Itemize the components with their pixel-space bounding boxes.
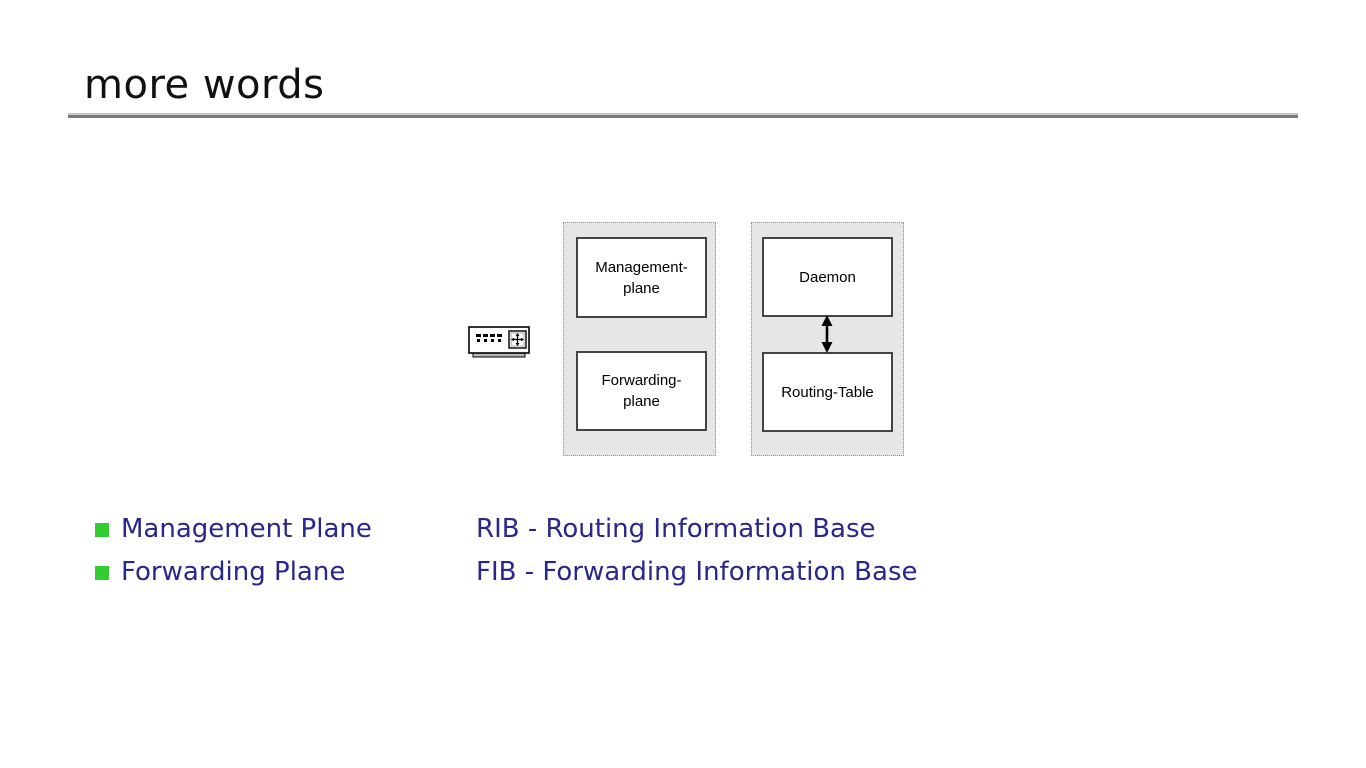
bullet-management-plane-label: Management Plane	[121, 514, 372, 544]
title-underline-dark-line	[68, 115, 1298, 118]
router-cross-icon	[508, 330, 527, 349]
bullet-forwarding-plane-label: Forwarding Plane	[121, 557, 346, 587]
box-forwarding-plane: Forwarding- plane	[576, 351, 707, 431]
box-routing-table: Routing-Table	[762, 352, 893, 432]
router-ports-icon	[476, 334, 502, 342]
title-underline-light-line	[68, 113, 1298, 115]
bullet-square-icon	[95, 566, 109, 580]
management-plane-label-line2: plane	[623, 279, 660, 297]
bullet-square-icon	[95, 523, 109, 537]
page-title: more words	[84, 62, 325, 108]
router-device-icon	[468, 326, 530, 358]
box-management-plane: Management- plane	[576, 237, 707, 318]
rib-definition-label: RIB - Routing Information Base	[476, 514, 876, 544]
daemon-label: Daemon	[799, 268, 856, 286]
fib-definition-label: FIB - Forwarding Information Base	[476, 557, 918, 587]
forwarding-plane-label-line2: plane	[623, 393, 660, 410]
management-plane-label-line1: Management-	[595, 258, 688, 276]
vertical-double-arrow-icon	[821, 315, 833, 353]
title-underline	[68, 113, 1298, 118]
box-daemon: Daemon	[762, 237, 893, 317]
forwarding-plane-label-line1: Forwarding-	[601, 372, 682, 389]
routing-table-label: Routing-Table	[781, 383, 874, 401]
